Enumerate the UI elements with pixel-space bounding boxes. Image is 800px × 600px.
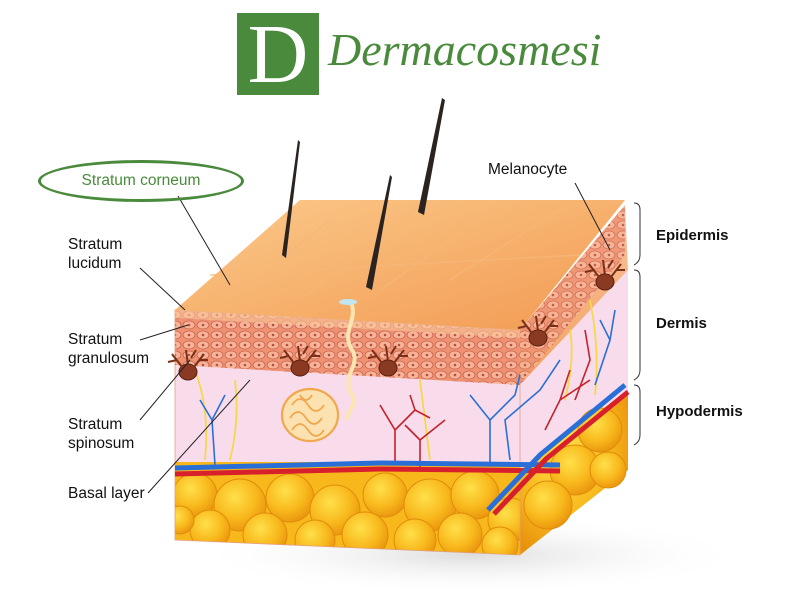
logo-letter: D — [247, 8, 309, 101]
label-stratum-granulosum: Stratum granulosum — [68, 331, 149, 367]
label-melanocyte: Melanocyte — [488, 161, 568, 178]
melanocytes — [167, 259, 625, 381]
logo-mark: D — [237, 8, 319, 101]
label-basal-layer: Basal layer — [68, 485, 145, 502]
melanocyte-cell — [517, 315, 558, 347]
brand-name: Dermacosmesi — [328, 24, 602, 75]
label-epidermis: Epidermis — [656, 227, 729, 244]
main-vessels — [174, 383, 630, 516]
vessels-branches — [199, 309, 616, 470]
fat-cell — [341, 511, 389, 555]
label-dermis: Dermis — [656, 315, 707, 332]
fat-cell — [175, 505, 195, 535]
fat-cell — [362, 472, 408, 518]
fat-cells — [175, 470, 520, 555]
label-hypodermis: Hypodermis — [656, 403, 743, 420]
front-face — [175, 310, 520, 555]
fat-cell — [437, 512, 483, 555]
hair-shafts — [282, 98, 445, 290]
stratum-corneum-highlight: Stratum corneum — [38, 160, 244, 202]
label-stratum-spinosum: Stratum spinosum — [68, 416, 135, 452]
melanocyte-cell — [279, 345, 320, 377]
melanocyte-cell — [367, 345, 408, 377]
layer-brackets — [633, 202, 641, 446]
label-stratum-corneum: Stratum corneum — [81, 172, 201, 189]
melanocyte-cell — [584, 259, 625, 291]
leader-lines — [139, 182, 611, 494]
nerves — [194, 299, 598, 461]
sweat-gland — [280, 299, 357, 443]
label-stratum-lucidum: Stratum lucidum — [68, 236, 123, 272]
